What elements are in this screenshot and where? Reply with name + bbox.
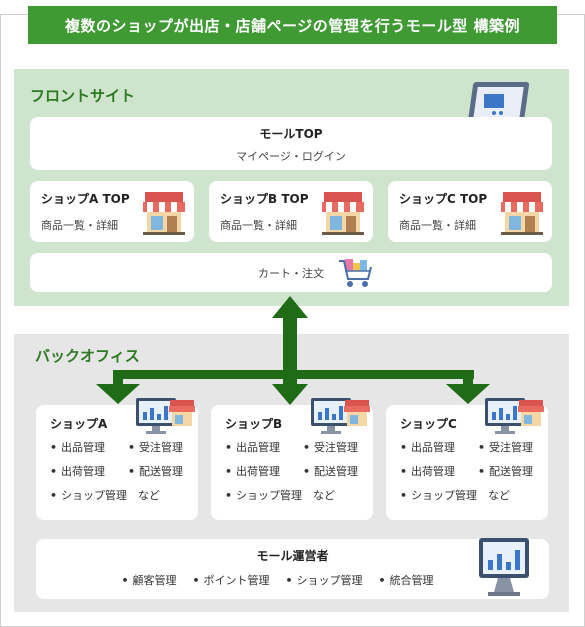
list-item: ショップ管理 [286, 572, 363, 588]
mall-top-card[interactable]: モールTOP マイページ・ログイン [30, 117, 552, 170]
back-shop-b-title: ショップB [225, 417, 283, 431]
back-shop-c-title: ショップC [400, 417, 457, 431]
list-item: ショップ管理 [225, 487, 303, 503]
mall-operator-card[interactable]: モール運営者 顧客管理 ポイント管理 ショップ管理 統合管理 [36, 539, 549, 599]
shop-icon [501, 192, 543, 235]
shop-icon [143, 192, 185, 235]
list-item: ポイント管理 [192, 572, 270, 588]
front-site-heading: フロントサイト [30, 87, 136, 105]
shop-c-top-title: ショップC TOP [399, 192, 488, 206]
shop-b-top-title: ショップB TOP [220, 192, 309, 206]
operator-title: モール運営者 [256, 549, 329, 563]
list-item: 受注管理 [478, 439, 540, 455]
etc-label: など [138, 489, 160, 502]
list-item: 出荷管理 [225, 463, 303, 479]
list-item: 顧客管理 [121, 572, 176, 588]
list-item: 出荷管理 [50, 463, 128, 479]
diagram-title: 複数のショップが出店・店舗ページの管理を行うモール型 構築例 [28, 6, 557, 44]
shop-a-top-sub: 商品一覧・詳細 [41, 219, 118, 232]
back-office-heading: バックオフィス [35, 347, 140, 365]
list-item: ショップ管理 [50, 487, 128, 503]
list-item: 配送管理 [303, 463, 365, 479]
shop-icon [322, 192, 364, 235]
list-item: 受注管理 [303, 439, 365, 455]
list-item: 出品管理 [225, 439, 303, 455]
mall-top-sub: マイページ・ログイン [236, 150, 346, 163]
list-item: 配送管理 [128, 463, 190, 479]
shop-b-top-sub: 商品一覧・詳細 [220, 219, 297, 232]
shop-a-top-title: ショップA TOP [41, 192, 130, 206]
etc-label: など [488, 489, 510, 502]
etc-label: など [313, 489, 335, 502]
monitor-chart-icon [479, 538, 529, 596]
list-item: 統合管理 [379, 572, 434, 588]
monitor-shop-icon [485, 398, 544, 434]
back-shop-a-title: ショップA [50, 417, 108, 431]
list-item: 出品管理 [50, 439, 128, 455]
list-item: ショップ管理 [400, 487, 478, 503]
shopping-cart-icon [339, 259, 372, 287]
monitor-shop-icon [136, 398, 195, 434]
list-item: 配送管理 [478, 463, 540, 479]
list-item: 出荷管理 [400, 463, 478, 479]
cart-card[interactable]: カート・注文 [30, 253, 552, 292]
monitor-shop-icon [311, 398, 370, 434]
list-item: 出品管理 [400, 439, 478, 455]
shop-c-top-sub: 商品一覧・詳細 [399, 219, 476, 232]
cart-label: カート・注文 [258, 266, 324, 280]
list-item: 受注管理 [128, 439, 190, 455]
mall-top-title: モールTOP [259, 127, 323, 141]
